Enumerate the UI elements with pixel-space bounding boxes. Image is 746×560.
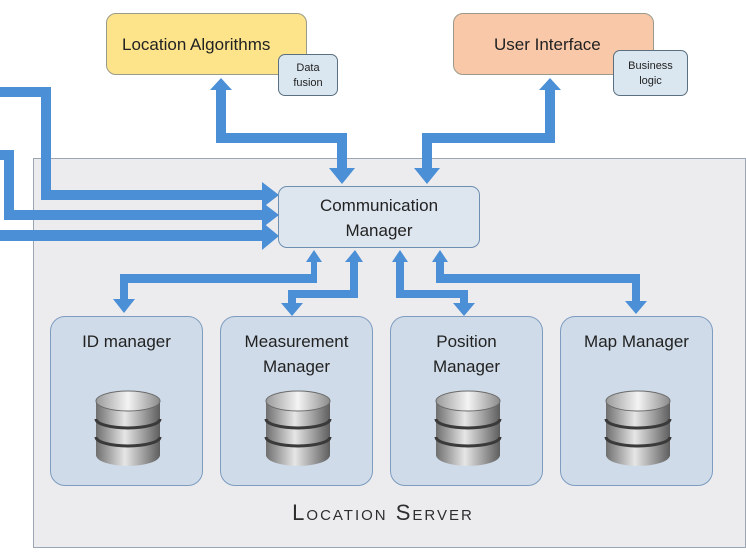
id-manager-box: ID manager — [50, 316, 203, 486]
data-fusion-line1: Data — [296, 62, 320, 74]
manager-label-line1: ID manager — [82, 332, 171, 351]
communication-manager-box: Communication Manager — [278, 186, 480, 248]
manager-label-line1: Map Manager — [584, 332, 689, 351]
position-manager-box: Position Manager — [390, 316, 543, 486]
manager-label-line2: Manager — [432, 357, 501, 376]
manager-label-line2: Manager — [262, 357, 331, 376]
incoming-arrow-1 — [0, 87, 279, 208]
business-logic-line1: Business — [628, 60, 673, 72]
incoming-arrow-2 — [0, 150, 279, 228]
database-icon — [604, 390, 672, 466]
map-manager-box: Map Manager — [560, 316, 713, 486]
position-manager-arrow — [392, 250, 475, 316]
id-manager-arrow — [113, 250, 322, 313]
business-logic-tag: Business logic — [613, 50, 688, 96]
manager-label-line1: Position — [436, 332, 497, 351]
database-icon — [94, 390, 162, 466]
business-logic-line2: logic — [639, 75, 662, 87]
location-algorithms-label: Location Algorithms — [122, 35, 271, 54]
communication-manager-line2: Manager — [345, 221, 413, 240]
database-icon — [264, 390, 332, 466]
user-interface-label: User Interface — [494, 35, 601, 54]
incoming-arrow-3 — [0, 222, 279, 250]
communication-manager-line1: Communication — [319, 196, 439, 215]
measurement-manager-arrow — [281, 250, 363, 316]
database-icon — [434, 390, 502, 466]
location-algorithms-box: Location Algorithms — [106, 13, 307, 75]
algorithms-arrow — [210, 78, 355, 184]
server-title: Location Server — [292, 500, 474, 525]
manager-label-line1: Measurement — [244, 332, 349, 351]
data-fusion-line2: fusion — [293, 77, 323, 89]
map-manager-arrow — [432, 250, 647, 314]
user-interface-arrow — [414, 78, 561, 184]
data-fusion-tag: Data fusion — [278, 54, 338, 96]
measurement-manager-box: Measurement Manager — [220, 316, 373, 486]
